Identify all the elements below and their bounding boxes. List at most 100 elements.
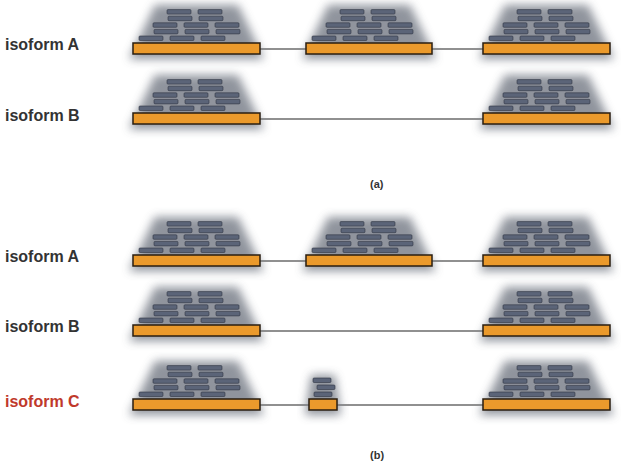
read-bar [504, 311, 528, 316]
read-bar [534, 305, 558, 310]
read-bar [215, 93, 239, 98]
read-bar [566, 29, 590, 34]
read-bar [154, 29, 178, 34]
read-bar [167, 366, 191, 371]
exon-bar [133, 255, 260, 266]
read-bar [374, 248, 398, 253]
exon-bar [483, 113, 610, 124]
exon-bar [483, 43, 610, 54]
read-bar [184, 379, 208, 384]
read-bar [549, 228, 573, 233]
read-bar [565, 305, 589, 310]
read-bar [184, 235, 208, 240]
read-bar [153, 305, 177, 310]
read-bar [535, 29, 559, 34]
isoform-row [129, 287, 614, 341]
read-bar [185, 241, 209, 246]
read-bar [153, 93, 177, 98]
read-bar [565, 379, 589, 384]
read-bar [518, 86, 542, 91]
coverage-glow [129, 287, 264, 341]
coverage-glow [479, 217, 614, 271]
read-bar [535, 99, 559, 104]
read-bar [170, 248, 194, 253]
read-bar [520, 106, 544, 111]
read-bar [185, 385, 209, 390]
isoform-label: isoform A [5, 248, 79, 266]
isoform-label: isoform C [5, 393, 80, 411]
coverage-glow [129, 75, 264, 129]
read-bar [341, 228, 365, 233]
isoform-row [129, 361, 614, 415]
read-bar [198, 80, 222, 85]
exon-bar [483, 399, 610, 410]
coverage-glow [129, 217, 264, 271]
read-bar [489, 36, 513, 41]
read-bar [215, 305, 239, 310]
read-bar [535, 385, 559, 390]
read-bar [215, 23, 239, 28]
read-bar [517, 366, 541, 371]
read-bar [551, 36, 575, 41]
isoform-row [129, 5, 614, 59]
read-bar [389, 241, 413, 246]
read-bar [551, 106, 575, 111]
intron-line [260, 118, 483, 119]
read-bar [168, 228, 192, 233]
read-bar [358, 241, 382, 246]
exon-bar [309, 399, 337, 410]
read-bar [358, 29, 382, 34]
read-bar [504, 385, 528, 390]
isoform-label: isoform B [5, 318, 80, 336]
coverage-glow [302, 217, 436, 271]
read-bar [503, 305, 527, 310]
isoform-row [129, 217, 614, 271]
panel-label: (a) [370, 178, 383, 190]
read-bar [153, 235, 177, 240]
read-bar [326, 23, 350, 28]
read-bar [198, 292, 222, 297]
read-bar [518, 372, 542, 377]
read-bar [167, 292, 191, 297]
read-bar [184, 93, 208, 98]
read-bar [357, 235, 381, 240]
read-bar [566, 241, 590, 246]
read-bar [517, 80, 541, 85]
read-bar [520, 318, 544, 323]
read-bar [201, 318, 225, 323]
read-bar [565, 93, 589, 98]
read-bar [216, 385, 240, 390]
exon-bar [133, 113, 260, 124]
coverage-glow [302, 5, 436, 59]
read-bar [313, 378, 331, 383]
read-bar [565, 23, 589, 28]
read-bar [312, 36, 336, 41]
read-bar [534, 379, 558, 384]
read-bar [357, 23, 381, 28]
read-bar [551, 392, 575, 397]
read-bar [489, 392, 513, 397]
read-bar [388, 23, 412, 28]
read-bar [215, 379, 239, 384]
coverage-glow [305, 375, 341, 415]
read-bar [199, 298, 223, 303]
read-bar [489, 318, 513, 323]
read-bar [139, 318, 163, 323]
coverage-glow [129, 5, 264, 59]
read-bar [343, 36, 367, 41]
read-bar [317, 385, 335, 390]
read-bar [389, 29, 413, 34]
exon-bar [133, 399, 260, 410]
read-bar [154, 385, 178, 390]
coverage-glow [479, 287, 614, 341]
read-bar [343, 248, 367, 253]
read-bar [201, 248, 225, 253]
read-bar [215, 235, 239, 240]
read-bar [371, 222, 395, 227]
read-bar [548, 80, 572, 85]
read-bar [201, 392, 225, 397]
read-bar [185, 311, 209, 316]
read-bar [548, 292, 572, 297]
read-bar [503, 93, 527, 98]
